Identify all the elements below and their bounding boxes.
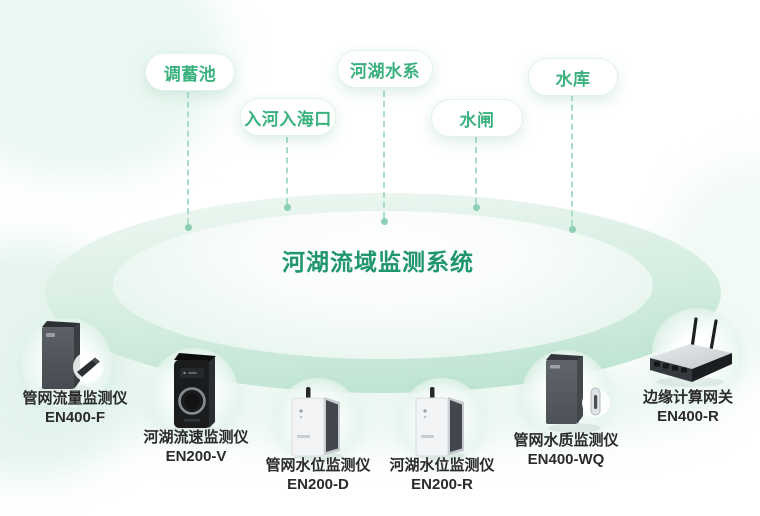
device-name: 河湖流速监测仪	[143, 429, 249, 446]
device-name: 边缘计算网关	[642, 389, 733, 406]
device-label: 管网水位监测仪 EN200-D	[243, 457, 393, 494]
connector-dot	[185, 224, 192, 231]
device-name: 管网水质监测仪	[513, 432, 619, 449]
water-quality-monitor-device-illustration	[546, 354, 610, 433]
connector-dot	[473, 204, 480, 211]
connector-line-river-lake-system	[383, 91, 385, 218]
device-model: EN400-WQ	[527, 450, 605, 468]
device-model: EN400-F	[44, 408, 106, 426]
device-name: 管网水位监测仪	[265, 457, 371, 474]
flow-monitor-device-illustration	[39, 321, 103, 394]
device-model: EN400-R	[657, 407, 719, 425]
connector-line-reservoir	[571, 95, 573, 226]
connector-line-estuary	[286, 137, 288, 204]
connector-dot	[381, 218, 388, 225]
device-label: 管网水质监测仪 EN400-WQ	[491, 432, 641, 469]
scene-pill-reservoir: 水库	[528, 58, 618, 96]
scene-pill-sluice: 水闸	[431, 99, 523, 137]
device-label: 边缘计算网关 EN400-R	[613, 389, 760, 426]
device-model: EN200-D	[287, 475, 349, 493]
device-model: EN200-V	[165, 447, 227, 465]
platform-surface	[113, 211, 653, 359]
velocity-monitor-device-illustration	[172, 353, 216, 435]
pipe-level-monitor-device-illustration	[291, 387, 342, 461]
device-model: EN200-R	[411, 475, 473, 493]
scene-pill-river-lake-system: 河湖水系	[337, 50, 433, 88]
connector-dot	[284, 204, 291, 211]
river-level-monitor-device-illustration	[415, 387, 466, 461]
scene-pill-regulating-pool: 调蓄池	[145, 53, 235, 91]
edge-gateway-device-illustration	[650, 317, 732, 387]
system-title: 河湖流域监测系统	[282, 249, 474, 275]
connector-dot	[569, 226, 576, 233]
device-name: 河湖水位监测仪	[389, 457, 495, 474]
device-label: 河湖流速监测仪 EN200-V	[121, 429, 271, 466]
scene-pill-estuary: 入河入海口	[240, 98, 336, 136]
device-label: 管网流量监测仪 EN400-F	[0, 390, 150, 427]
device-name: 管网流量监测仪	[22, 390, 128, 407]
device-label: 河湖水位监测仪 EN200-R	[367, 457, 517, 494]
connector-line-regulating-pool	[187, 92, 189, 224]
connector-line-sluice	[475, 137, 477, 204]
